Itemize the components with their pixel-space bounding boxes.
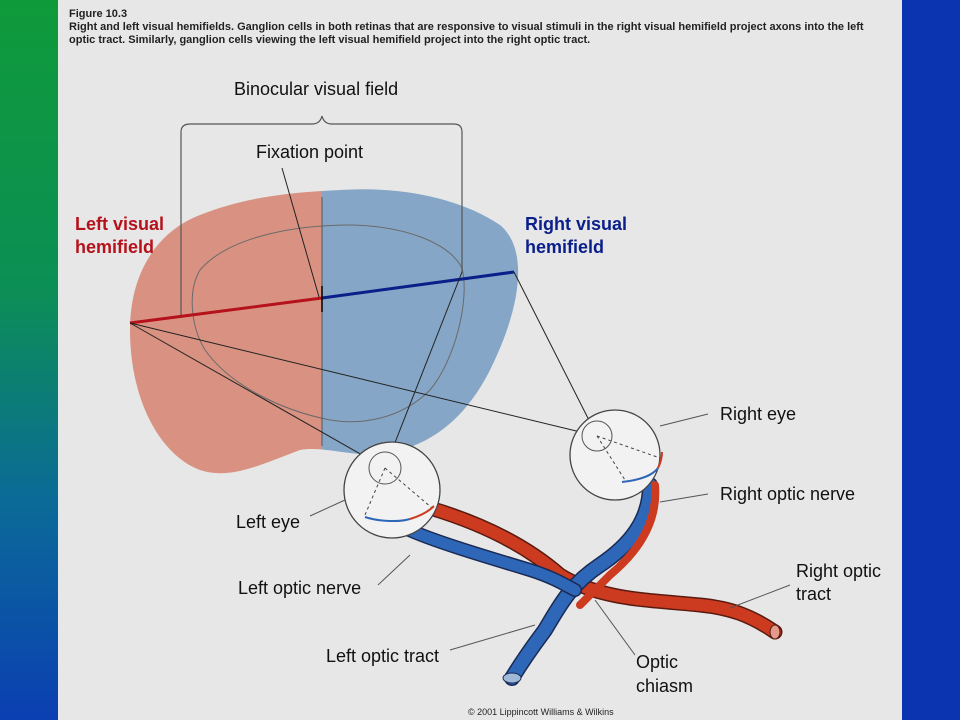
right-hemifield-label-line1: Right visual — [525, 214, 627, 234]
left-eye-label: Left eye — [236, 512, 300, 532]
left-eye — [343, 441, 441, 539]
binocular-field-outline — [191, 224, 465, 423]
right-blue-band — [902, 0, 960, 720]
figure-number: Figure 10.3 — [69, 8, 128, 20]
leader-lines — [309, 413, 791, 656]
right-tract-end — [769, 624, 781, 640]
optic-chiasm-label-line2: chiasm — [636, 676, 693, 696]
fixation-point-label: Fixation point — [256, 142, 363, 162]
binocular-field-label: Binocular visual field — [234, 79, 398, 99]
left-hemifield-label-line2: hemifield — [75, 237, 154, 257]
right-eye — [569, 409, 663, 501]
right-horizontal-meridian — [321, 270, 515, 300]
right-optic-tract-label-line2: tract — [796, 584, 831, 604]
fixation-point-leader — [281, 167, 320, 298]
optic-chiasm-label-line1: Optic — [636, 652, 678, 672]
binocular-field-bracket — [180, 115, 463, 318]
right-eye-label: Right eye — [720, 404, 796, 424]
left-hemifield-label-line1: Left visual — [75, 214, 164, 234]
left-optic-tract-label: Left optic tract — [326, 646, 439, 666]
figure-caption-text: Right and left visual hemifields. Gangli… — [69, 21, 864, 46]
right-hemifield-label-line2: hemifield — [525, 237, 604, 257]
copyright-notice: © 2001 Lippincott Williams & Wilkins — [468, 707, 614, 717]
left-gradient-band — [0, 0, 58, 720]
left-optic-nerve-label: Left optic nerve — [238, 578, 361, 598]
blue-optic-pathway — [505, 478, 657, 685]
right-optic-nerve-label: Right optic nerve — [720, 484, 855, 504]
red-optic-pathway — [424, 502, 781, 638]
left-tract-end — [502, 672, 522, 684]
visual-field — [130, 189, 519, 474]
left-nerve-blue-part — [399, 522, 581, 596]
sight-lines — [129, 271, 598, 469]
figure-caption: Figure 10.3 Right and left visual hemifi… — [69, 8, 879, 47]
right-optic-tract-label-line1: Right optic — [796, 561, 881, 581]
right-visual-field-region — [322, 189, 519, 455]
left-horizontal-meridian — [129, 296, 323, 325]
right-nerve-red-part — [576, 481, 660, 609]
optic-pathways — [398, 477, 783, 686]
